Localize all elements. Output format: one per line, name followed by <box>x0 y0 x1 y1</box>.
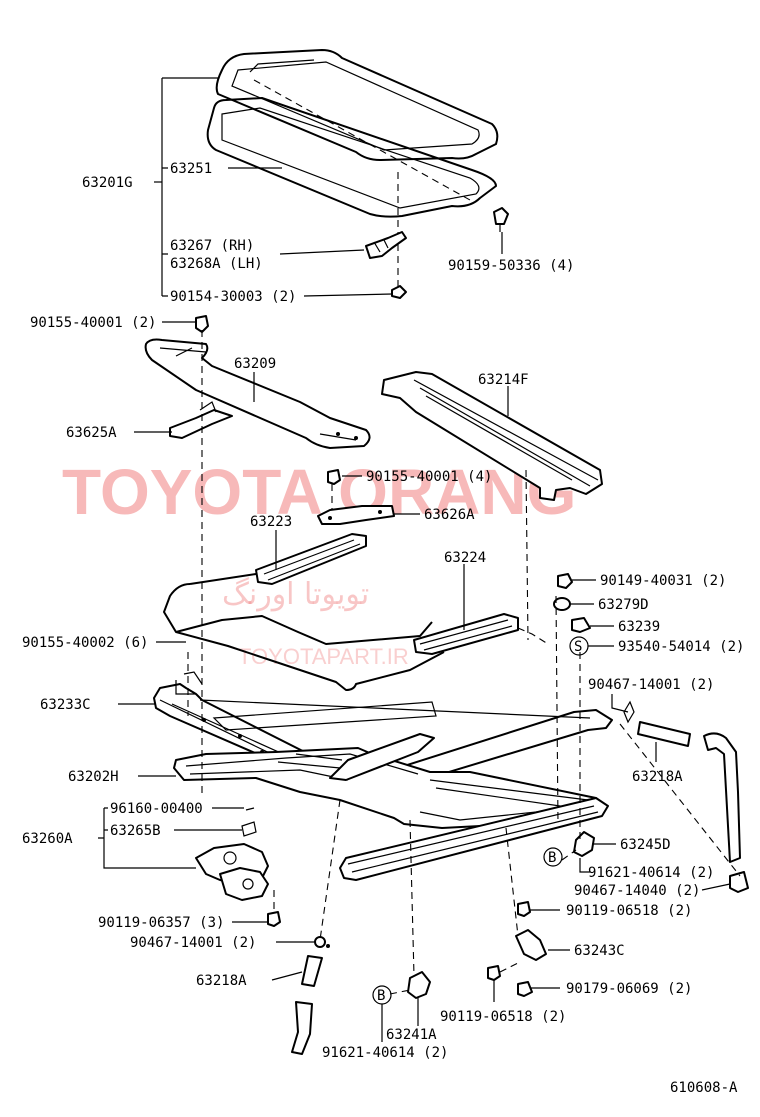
b-marker-bottom: B <box>372 985 392 1005</box>
callout-labels: 63201G 63251 63267 (RH) 63268A (LH) 9015… <box>22 161 744 1096</box>
callout-63265B: 63265B <box>110 823 161 839</box>
hose-clip-top-icon <box>623 700 635 724</box>
drain-rail-63214F <box>381 371 603 501</box>
drive-cable-63223 <box>163 533 445 691</box>
b-marker-right: B <box>543 847 563 867</box>
glass-bracket <box>365 231 407 259</box>
callout-90155-40001-4: 90155-40001 (4) <box>366 469 492 485</box>
watermark-arabic: تويوتا اورنگ <box>222 577 369 612</box>
callout-90467-14001-top: 90467-14001 (2) <box>588 677 714 693</box>
callout-96160-00400: 96160-00400 <box>110 801 203 817</box>
callout-63268A: 63268A (LH) <box>170 256 263 272</box>
s-marker: S <box>569 636 589 656</box>
callout-63233C: 63233C <box>40 697 91 713</box>
bracket-63626A <box>317 505 395 525</box>
nut-90179-06069-icon <box>517 981 533 997</box>
callout-63214F: 63214F <box>478 372 529 388</box>
screw-90154-icon <box>391 285 407 299</box>
clip-63241A-icon <box>407 971 431 999</box>
callout-63218A-left: 63218A <box>196 973 247 989</box>
b-marker-right-label: B <box>548 850 556 866</box>
callout-63245D: 63245D <box>620 837 671 853</box>
callout-90149-40031: 90149-40031 (2) <box>600 573 726 589</box>
clip-63245D-icon <box>573 831 595 857</box>
callout-63224: 63224 <box>444 550 486 566</box>
bracket-63625A <box>169 401 233 439</box>
callout-63279D: 63279D <box>598 597 649 613</box>
callout-63251: 63251 <box>170 161 212 177</box>
b-marker-bottom-label: B <box>377 988 385 1004</box>
callout-63260A: 63260A <box>22 831 73 847</box>
callout-90155-40002: 90155-40002 (6) <box>22 635 148 651</box>
leader-lines <box>98 77 731 1042</box>
callout-63626A: 63626A <box>424 507 475 523</box>
screw-90119-06357-icon <box>267 911 281 927</box>
watermark-site: TOYOTAPART.IR <box>238 644 409 669</box>
drive-cable-63224 <box>413 613 549 655</box>
callout-90154-30003: 90154-30003 (2) <box>170 289 296 305</box>
callout-90155-40001-2: 90155-40001 (2) <box>30 315 156 331</box>
hose-clip-bottom-icon <box>314 936 330 948</box>
callout-90119-06518-right: 90119-06518 (2) <box>566 903 692 919</box>
screw-90119-06518-right-icon <box>517 901 531 917</box>
alignment-lines <box>187 330 741 995</box>
callout-90179-06069: 90179-06069 (2) <box>566 981 692 997</box>
glass-weatherstrip <box>206 97 497 218</box>
callout-63239: 63239 <box>618 619 660 635</box>
sunroof-glass-panel <box>215 49 499 161</box>
screw-90119-06518-bottom-icon <box>487 965 501 981</box>
glass-center-line <box>253 79 471 201</box>
callout-90119-06518-bottom: 90119-06518 (2) <box>440 1009 566 1025</box>
motor-assembly-63260A <box>195 807 269 901</box>
callout-63223: 63223 <box>250 514 292 530</box>
diagram-id: 610608-A <box>670 1080 738 1096</box>
screw-90155-40001-4-icon <box>327 469 341 485</box>
callout-63209: 63209 <box>234 356 276 372</box>
callout-90159-50336: 90159-50336 (4) <box>448 258 574 274</box>
clip-63239-icon <box>571 617 591 633</box>
callout-63243C: 63243C <box>574 943 625 959</box>
s-marker-label: S <box>574 639 582 655</box>
callout-63241A: 63241A <box>386 1027 437 1043</box>
drain-hose-63218A-right <box>637 721 749 893</box>
screw-90159-icon <box>493 207 509 232</box>
callout-91621-40614-bottom: 91621-40614 (2) <box>322 1045 448 1061</box>
callout-63625A: 63625A <box>66 425 117 441</box>
side-rail <box>339 797 609 881</box>
bracket-63243C-icon <box>515 929 547 961</box>
callout-63202H: 63202H <box>68 769 119 785</box>
screw-90149-40031-icon <box>557 573 573 589</box>
drain-hose-63218A-left <box>291 955 323 1055</box>
callout-91621-40614-right: 91621-40614 (2) <box>588 865 714 881</box>
callout-63267: 63267 (RH) <box>170 238 254 254</box>
callout-90119-06357: 90119-06357 (3) <box>98 915 224 931</box>
callout-90467-14040: 90467-14040 (2) <box>574 883 700 899</box>
callout-63218A-right: 63218A <box>632 769 683 785</box>
screw-90155-40001-icon <box>195 315 209 333</box>
callout-63201G: 63201G <box>82 175 133 191</box>
callout-90467-14001-bottom: 90467-14001 (2) <box>130 935 256 951</box>
callout-93540-54014: 93540-54014 (2) <box>618 639 744 655</box>
